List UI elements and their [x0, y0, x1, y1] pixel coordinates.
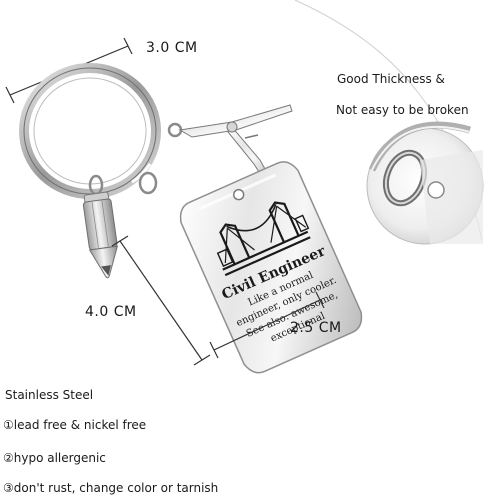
jump-ring [138, 171, 158, 195]
zoom-detail [366, 121, 484, 245]
height-dimension-line [111, 235, 211, 366]
zoom-note-line-2: Not easy to be broken [336, 103, 469, 117]
spec-item: ③don't rust, change color or tarnish [3, 481, 219, 495]
material-label: Stainless Steel [5, 388, 94, 402]
height-label: 4.0 CM [85, 304, 137, 320]
dog-tag: Civil Engineer Like a normal engineer, o… [179, 161, 363, 374]
spec-item: ②hypo allergenic [3, 451, 106, 465]
bridge-engraving [216, 201, 311, 277]
zoom-note-line-1: Good Thickness & [337, 72, 445, 86]
depth-label: 2.5 CM [290, 320, 342, 336]
depth-dimension-line [209, 291, 325, 359]
width-label: 3.0 CM [146, 40, 198, 56]
pencil-charm [82, 191, 119, 279]
spec-item: ①lead free & nickel free [3, 418, 147, 432]
key-ring [19, 63, 161, 199]
